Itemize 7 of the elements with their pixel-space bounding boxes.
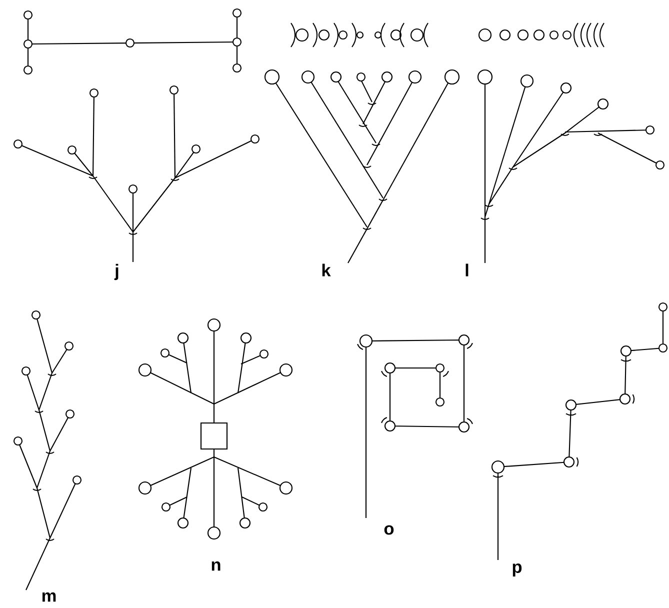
panel-label: k — [322, 264, 331, 276]
panel-label: l — [466, 264, 468, 276]
panel-label: p — [512, 564, 522, 576]
panel-label: j — [114, 264, 118, 280]
panel-label: o — [384, 525, 394, 535]
panel-label: n — [212, 561, 220, 571]
panel-label: m — [42, 592, 56, 602]
